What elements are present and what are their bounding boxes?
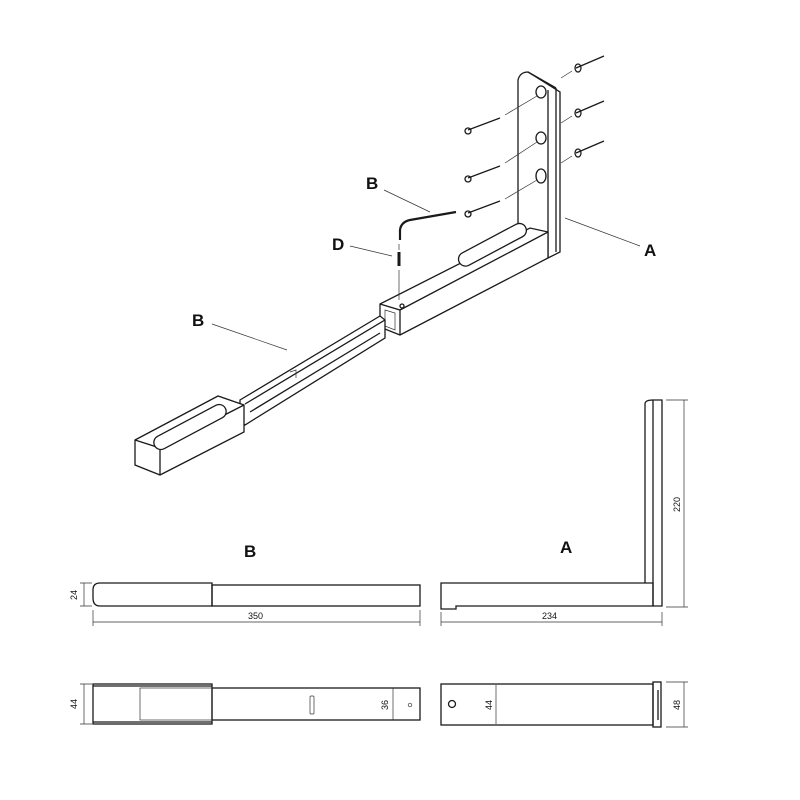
view-label-extension: B xyxy=(244,542,256,561)
dim-extension-inner-width: 36 xyxy=(380,700,390,710)
dim-extension-width: 44 xyxy=(69,699,79,709)
dim-extension-length: 350 xyxy=(248,611,263,621)
dim-bracket-plate-width: 48 xyxy=(672,700,682,710)
callout-bracket: A xyxy=(644,241,656,260)
dim-bracket-length: 234 xyxy=(542,611,557,621)
extension-side-view: 24 350 xyxy=(69,582,421,626)
allen-key xyxy=(398,210,457,240)
callout-set-screw: D xyxy=(332,235,344,254)
wall-anchors xyxy=(560,55,605,164)
dim-bracket-height: 220 xyxy=(672,497,682,512)
view-label-bracket: A xyxy=(560,538,572,557)
bracket-top-view: 44 48 xyxy=(440,681,688,728)
bracket-side-view: 234 220 xyxy=(440,399,688,626)
screws xyxy=(464,95,538,218)
callout-allen-key: B xyxy=(366,174,378,193)
extension-top-view: 44 36 xyxy=(69,683,421,725)
extension-b-isometric xyxy=(134,315,386,476)
dim-bracket-width: 44 xyxy=(484,700,494,710)
dim-extension-height: 24 xyxy=(69,590,79,600)
callout-extension: B xyxy=(192,311,204,330)
bracket-a-isometric xyxy=(379,71,561,336)
